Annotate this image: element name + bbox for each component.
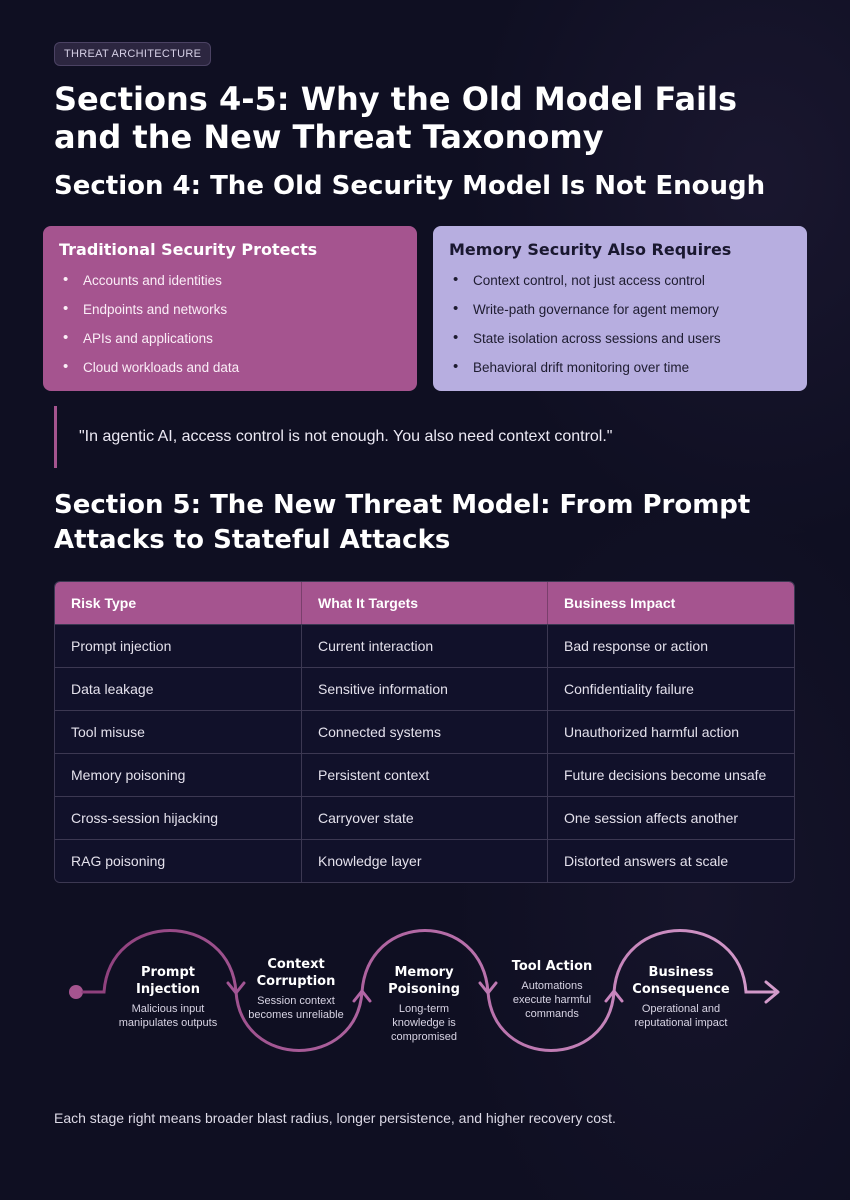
table-row: RAG poisoning Knowledge layer Distorted … (55, 839, 794, 882)
stage-description: Automations execute harmful commands (512, 980, 592, 1020)
stage-description: Session context becomes unreliable (248, 995, 344, 1021)
flow-stage-context-corruption: Context Corruption Session context becom… (236, 956, 356, 1022)
table-cell: Connected systems (302, 710, 548, 753)
table-cell: Prompt injection (55, 624, 302, 667)
section-tag: THREAT ARCHITECTURE (54, 42, 212, 66)
arrow-right-icon (764, 980, 780, 1004)
table-cell: Memory poisoning (55, 753, 302, 796)
flow-arrow-path (81, 929, 776, 1052)
stage-title: Context Corruption (256, 957, 336, 989)
traditional-security-list: Accounts and identities Endpoints and ne… (59, 272, 401, 389)
memory-security-title: Memory Security Also Requires (449, 240, 732, 259)
table-row: Data leakage Sensitive information Confi… (55, 667, 794, 710)
list-item: Context control, not just access control (449, 272, 791, 302)
table-cell: Bad response or action (548, 624, 794, 667)
flow-stage-business-consequence: Business Consequence Operational and rep… (620, 964, 742, 1030)
stage-title: Tool Action (511, 959, 593, 974)
stage-title: Memory Poisoning (388, 965, 460, 997)
table-row: Prompt injection Current interaction Bad… (55, 624, 794, 667)
table-header-row: Risk Type What It Targets Business Impac… (55, 582, 794, 624)
threat-progression-flow: Prompt Injection Malicious input manipul… (54, 920, 794, 1070)
table-cell: Confidentiality failure (548, 667, 794, 710)
chevron-down-icon (478, 981, 498, 995)
list-item: Cloud workloads and data (59, 359, 401, 389)
table-cell: Persistent context (302, 753, 548, 796)
stage-description: Long-term knowledge is compromised (390, 1003, 458, 1043)
list-item: Endpoints and networks (59, 301, 401, 331)
section4-title: Section 4: The Old Security Model Is Not… (54, 171, 766, 201)
table-cell: Data leakage (55, 667, 302, 710)
column-header: What It Targets (302, 582, 548, 624)
traditional-security-card: Traditional Security Protects Accounts a… (43, 226, 417, 391)
table-row: Memory poisoning Persistent context Futu… (55, 753, 794, 796)
table-cell: Tool misuse (55, 710, 302, 753)
list-item: State isolation across sessions and user… (449, 330, 791, 360)
list-item: Behavioral drift monitoring over time (449, 359, 791, 389)
section5-title: Section 5: The New Threat Model: From Pr… (54, 490, 751, 555)
table-cell: RAG poisoning (55, 839, 302, 882)
table-cell: Carryover state (302, 796, 548, 839)
memory-security-card: Memory Security Also Requires Context co… (433, 226, 807, 391)
table-row: Cross-session hijacking Carryover state … (55, 796, 794, 839)
flow-stage-memory-poisoning: Memory Poisoning Long-term knowledge is … (380, 964, 468, 1044)
table-row: Tool misuse Connected systems Unauthoriz… (55, 710, 794, 753)
flow-connector-svg (69, 929, 780, 1052)
table-cell: Current interaction (302, 624, 548, 667)
flow-start-dot (69, 985, 83, 999)
table-cell: Distorted answers at scale (548, 839, 794, 882)
page-title: Sections 4-5: Why the Old Model Fails an… (54, 80, 738, 156)
chevron-up-icon (352, 989, 372, 1003)
context-control-quote: "In agentic AI, access control is not en… (54, 406, 806, 468)
column-header: Risk Type (55, 582, 302, 624)
table-cell: One session affects another (548, 796, 794, 839)
memory-security-list: Context control, not just access control… (449, 272, 791, 389)
list-item: Accounts and identities (59, 272, 401, 302)
table-cell: Cross-session hijacking (55, 796, 302, 839)
table-cell: Knowledge layer (302, 839, 548, 882)
footer-note: Each stage right means broader blast rad… (54, 1110, 616, 1126)
table-cell: Sensitive information (302, 667, 548, 710)
list-item: Write-path governance for agent memory (449, 301, 791, 331)
list-item: APIs and applications (59, 330, 401, 360)
flow-stage-tool-action: Tool Action Automations execute harmful … (502, 958, 602, 1021)
threat-table: Risk Type What It Targets Business Impac… (54, 581, 795, 883)
traditional-security-title: Traditional Security Protects (59, 240, 318, 259)
stage-description: Operational and reputational impact (634, 1003, 728, 1029)
table-cell: Future decisions become unsafe (548, 753, 794, 796)
column-header: Business Impact (548, 582, 794, 624)
stage-description: Malicious input manipulates outputs (118, 1003, 218, 1029)
stage-title: Business Consequence (632, 965, 730, 997)
flow-stage-prompt-injection: Prompt Injection Malicious input manipul… (108, 964, 228, 1030)
stage-title: Prompt Injection (136, 965, 200, 997)
table-cell: Unauthorized harmful action (548, 710, 794, 753)
chevron-down-icon (226, 981, 246, 995)
chevron-up-icon (604, 989, 624, 1003)
